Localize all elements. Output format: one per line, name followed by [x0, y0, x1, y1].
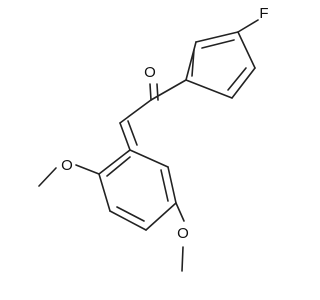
- molecule-svg: O F O O: [38, 5, 269, 272]
- oxygen-carbonyl-label: O: [144, 64, 156, 81]
- bond: [106, 156, 131, 177]
- structure-diagram: O F O O: [38, 5, 269, 272]
- bond: [129, 149, 169, 168]
- bond: [150, 79, 187, 101]
- bond: [98, 173, 111, 212]
- bond: [191, 49, 195, 77]
- dimethoxyphenyl-ring: [98, 149, 177, 231]
- oxygen-methoxy-top-label: O: [61, 157, 73, 174]
- bond: [201, 39, 235, 49]
- bond: [98, 149, 131, 175]
- bond: [145, 202, 177, 231]
- bond: [156, 83, 159, 101]
- bond: [149, 83, 152, 101]
- fluorine-label: F: [259, 5, 268, 22]
- bond: [237, 19, 259, 33]
- bond: [167, 166, 177, 204]
- bond: [185, 41, 197, 81]
- bond: [38, 167, 57, 187]
- bond: [195, 31, 239, 43]
- bond: [160, 169, 169, 202]
- oxygen-methoxy-bottom-label: O: [177, 225, 189, 242]
- bond: [119, 122, 131, 151]
- bond: [175, 202, 185, 222]
- bond: [116, 206, 145, 222]
- bond: [181, 246, 184, 272]
- bond: [227, 67, 247, 91]
- bond: [127, 120, 138, 146]
- bond: [109, 210, 147, 231]
- bond: [185, 79, 233, 99]
- bond: [75, 164, 100, 175]
- bond: [231, 67, 256, 99]
- fluorophenyl-ring: [185, 31, 256, 99]
- bond: [237, 31, 256, 69]
- bond: [119, 99, 152, 124]
